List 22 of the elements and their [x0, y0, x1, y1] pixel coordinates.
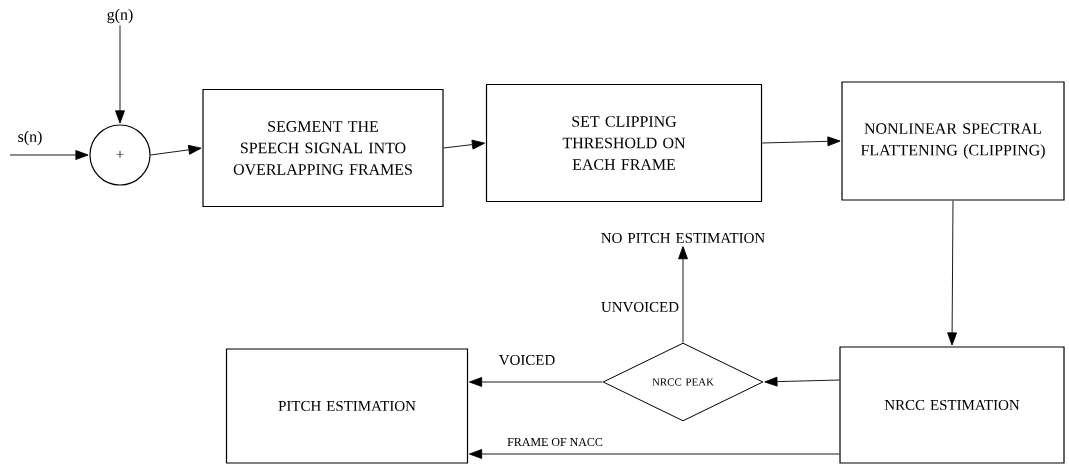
arrow [761, 136, 841, 147]
edge-label: UNVOICED [600, 300, 680, 314]
arrow [469, 449, 840, 459]
signal-label: g(n) [107, 8, 133, 24]
process-box: PITCH ESTIMATION [225, 348, 469, 464]
output-label: NO PITCH ESTIMATION [601, 233, 765, 243]
arrow [150, 144, 202, 156]
edge-label: VOICED [497, 353, 557, 367]
process-box: NRCC ESTIMATION [839, 346, 1065, 464]
edge-label: FRAME OF NACC [506, 437, 604, 447]
arrow [764, 376, 840, 387]
process-box: SET CLIPPING THRESHOLD ON EACH FRAME [485, 83, 763, 203]
arrow [678, 246, 688, 343]
arrow [9, 150, 89, 160]
edge-label: s(n) [16, 129, 44, 147]
process-box: NONLINEAR SPECTRAL FLATTENING (CLIPPING) [841, 81, 1065, 201]
arrow [469, 377, 603, 387]
arrow [947, 200, 958, 346]
summing-junction: + [89, 124, 151, 186]
arrow [443, 139, 486, 150]
arrow [115, 25, 125, 124]
process-box: SEGMENT THE SPEECH SIGNAL INTO OVERLAPPING FRAMES [202, 88, 444, 208]
